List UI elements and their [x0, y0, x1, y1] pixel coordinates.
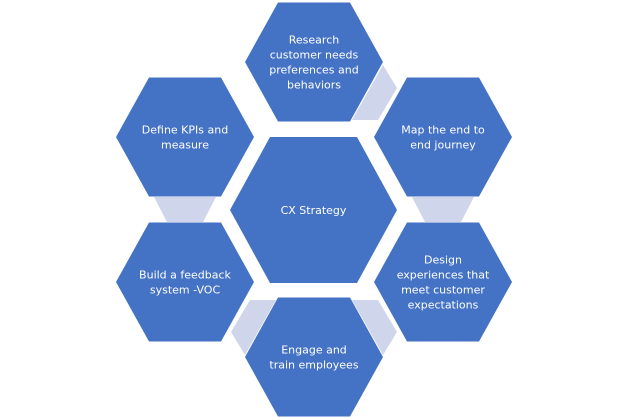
hexagon-label-line: behaviors	[287, 79, 341, 92]
hexagon-label-line: Design	[424, 254, 462, 267]
hexagon-shape	[116, 222, 254, 342]
hexagon-label-line: measure	[161, 139, 209, 152]
hexagon-label-line: CX Strategy	[281, 204, 347, 217]
connector-shape	[412, 197, 474, 222]
hexagon-shape	[230, 137, 397, 283]
hexagon-label-line: Research	[289, 34, 339, 47]
hexagon-shape	[245, 2, 383, 122]
hexagon-label-line: system -VOC	[150, 284, 221, 297]
hexagon-label-line: Define KPIs and	[142, 124, 228, 137]
hexagon-label-line: Build a feedback	[139, 269, 232, 282]
connector-shape	[352, 65, 397, 120]
hexagon-label-line: Map the end to	[401, 124, 485, 137]
hexagon-label-line: Engage and	[281, 344, 347, 357]
step-map-journey: Map the end to end journey	[374, 77, 512, 197]
step-engage-train: Engage and train employees	[245, 297, 383, 417]
hexagon-shape	[245, 297, 383, 417]
hexagon-label-line: end journey	[410, 139, 476, 152]
hexagon-label-line: train employees	[269, 359, 358, 372]
step-research: Research customer needs preferences and beh…	[245, 2, 383, 122]
step-feedback-system: Build a feedback system -VOC	[116, 222, 254, 342]
hexagon-label-line: preferences and	[269, 64, 358, 77]
hexagon-label-line: customer needs	[270, 49, 359, 62]
hexagon-shape	[374, 77, 512, 197]
hexagon-label-line: meet customer	[401, 284, 485, 297]
step-design-experiences: Design experiences that meet customer expec…	[374, 222, 512, 342]
step-define-kpis: Define KPIs and measure	[116, 77, 254, 197]
hexagon-label-line: experiences that	[397, 269, 490, 282]
connector-shape	[352, 300, 397, 355]
hexagon-shape	[116, 77, 254, 197]
hexagon-shape	[374, 222, 512, 342]
connector-shape	[154, 197, 216, 222]
hexagon-label-line: expectations	[408, 299, 479, 312]
center-hexagon: CX Strategy	[230, 137, 397, 283]
connector-shape	[231, 300, 276, 355]
